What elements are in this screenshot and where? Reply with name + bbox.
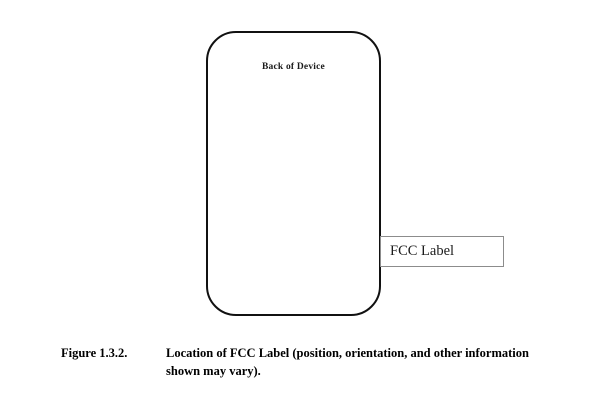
fcc-label-callout-box: FCC Label bbox=[380, 236, 504, 267]
caption-number: Figure 1.3.2. bbox=[61, 346, 128, 360]
device-back-label: Back of Device bbox=[262, 62, 325, 72]
caption-row: Figure 1.3.2. Location of FCC Label (pos… bbox=[61, 345, 561, 381]
device-outline: Back of Device bbox=[206, 31, 381, 316]
figure-caption: Figure 1.3.2. Location of FCC Label (pos… bbox=[61, 345, 561, 381]
figure-illustration: Back of Device FCC Label bbox=[206, 31, 504, 316]
fcc-label-text: FCC Label bbox=[390, 243, 455, 260]
caption-description: Location of FCC Label (position, orienta… bbox=[166, 346, 529, 378]
